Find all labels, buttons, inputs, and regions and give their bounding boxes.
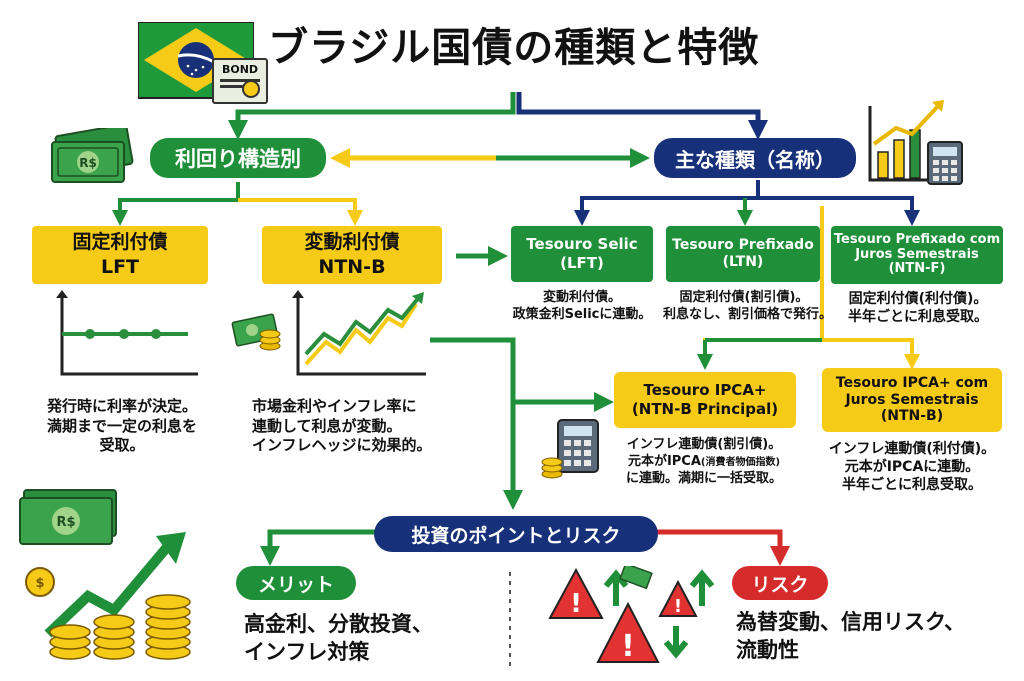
floating-desc-line-2: 連動して利息が変動。: [252, 416, 402, 435]
floating-rate-box: 変動利付債 NTN-B: [262, 226, 442, 284]
ipca-juros-desc-2: 元本がIPCAに連動。: [844, 459, 980, 476]
tesouro-prefixado-juros-box: Tesouro Prefixado com Juros Semestrais (…: [831, 226, 1003, 284]
risk-text: 為替変動、信用リスク、 流動性: [736, 608, 965, 665]
merit-text-1: 高金利、分散投資、: [244, 612, 433, 636]
prefixado-juros-desc-1: 固定利付債(利付債)。: [848, 291, 988, 307]
tesouro-prefixado-box: Tesouro Prefixado (LTN): [666, 226, 820, 282]
fixed-desc-line-1: 発行時に利率が決定。: [46, 397, 197, 415]
svg-text:!: !: [621, 629, 635, 664]
yield-structure-label: 利回り構造別: [175, 147, 301, 171]
ipca-juros-description: インフレ連動債(利付債)。 元本がIPCAに連動。 半年ごとに利息受取。: [815, 440, 1009, 495]
growth-chart-calculator-icon: [868, 100, 963, 185]
main-types-pill: 主な種類（名称）: [654, 138, 856, 178]
fixed-rate-box: 固定利付債 LFT: [32, 226, 208, 284]
selic-desc-1: 変動利付債。: [542, 290, 621, 305]
selic-code: (LFT): [560, 254, 604, 272]
prefixado-juros-name-2: Juros Semestrais: [855, 246, 979, 262]
main-types-label: 主な種類（名称）: [675, 147, 835, 172]
selic-name: Tesouro Selic: [526, 235, 638, 254]
svg-text:$: $: [35, 576, 44, 591]
prefixado-juros-code: (NTN-F): [888, 261, 946, 277]
warning-risk-icon: ! ! !: [548, 566, 715, 664]
merit-pill: メリット: [236, 566, 356, 600]
ipca-juros-code: (NTN-B): [880, 408, 944, 425]
ipca-juros-desc-1: インフレ連動債(利付債)。: [828, 441, 996, 457]
ipca-desc-2: 元本がIPCA(消費者物価指数): [606, 454, 802, 471]
tesouro-ipca-box: Tesouro IPCA+ (NTN-B Principal): [614, 372, 796, 428]
prefixado-desc-1: 固定利付債(割引債)。: [679, 290, 809, 305]
svg-text:!: !: [570, 589, 582, 619]
prefixado-juros-name: Tesouro Prefixado com: [833, 231, 1001, 247]
floating-rate-chart-icon: [231, 290, 426, 376]
calculator-coins-icon: [541, 419, 599, 479]
floating-rate-code: NTN-B: [318, 256, 386, 278]
floating-desc-line-3: インフレヘッジに効果的。: [252, 436, 432, 454]
floating-rate-description: 市場金利やインフレ率に 連動して利息が変動。 インフレヘッジに効果的。: [252, 397, 462, 456]
merit-label: メリット: [257, 573, 334, 596]
currency-symbol: R$: [56, 515, 75, 530]
prefixado-juros-desc-2: 半年ごとに利息受取。: [848, 309, 988, 326]
risk-text-2: 流動性: [736, 638, 799, 663]
prefixado-description: 固定利付債(割引債)。 利息なし、割引価格で発行。: [663, 290, 833, 324]
fixed-desc-line-2: 満期まで一定の利息を: [46, 416, 197, 435]
fixed-rate-description: 発行時に利率が決定。 満期まで一定の利息を 受取。: [22, 397, 222, 456]
ipca-juros-name: Tesouro IPCA+ com: [835, 374, 989, 391]
prefixado-desc-2: 利息なし、割引価格で発行。: [663, 306, 833, 322]
floating-desc-line-1: 市場金利やインフレ率に: [252, 397, 417, 415]
yield-structure-pill: 利回り構造別: [150, 138, 326, 178]
risk-text-1: 為替変動、信用リスク、: [736, 610, 966, 634]
money-bills-icon: R$: [51, 128, 134, 183]
ipca-code: (NTN-B Principal): [631, 400, 779, 418]
bond-certificate-icon: BOND: [212, 58, 268, 104]
ipca-description: インフレ連動債(割引債)。 元本がIPCA(消費者物価指数) に連動。満期に一括…: [606, 437, 802, 488]
bond-badge-label: BOND: [221, 63, 259, 76]
tesouro-selic-box: Tesouro Selic (LFT): [511, 226, 653, 282]
investment-points-label: 投資のポイントとリスク: [411, 524, 621, 547]
ipca-juros-desc-3: 半年ごとに利息受取。: [842, 477, 982, 494]
ipca-desc-2a: 元本がIPCA: [627, 453, 701, 469]
ipca-juros-name-2: Juros Semestrais: [845, 391, 979, 408]
money-growth-icon: R$ $: [19, 489, 191, 660]
fixed-rate-title: 固定利付債: [72, 231, 168, 254]
page-title: ブラジル国債の種類と特徴: [268, 25, 760, 71]
prefixado-juros-description: 固定利付債(利付債)。 半年ごとに利息受取。: [836, 290, 1000, 326]
ipca-desc-2b: (消費者物価指数): [700, 456, 781, 468]
investment-points-pill: 投資のポイントとリスク: [374, 516, 658, 552]
merit-text-2: インフレ対策: [244, 640, 370, 665]
svg-text:!: !: [674, 596, 682, 617]
prefixado-code: (LTN): [722, 254, 764, 270]
floating-rate-title: 変動利付債: [304, 231, 400, 254]
fixed-rate-chart-icon: [56, 290, 198, 376]
ipca-desc-1: インフレ連動債(割引債)。: [626, 437, 782, 452]
tesouro-ipca-juros-box: Tesouro IPCA+ com Juros Semestrais (NTN-…: [822, 368, 1002, 432]
selic-desc-2: 政策金利Selicに連動。: [512, 306, 652, 322]
ipca-name: Tesouro IPCA+: [643, 380, 767, 399]
selic-description: 変動利付債。 政策金利Selicに連動。: [502, 290, 662, 324]
prefixado-name: Tesouro Prefixado: [672, 236, 814, 253]
risk-label: リスク: [751, 573, 809, 596]
ipca-desc-3: に連動。満期に一括受取。: [625, 470, 782, 486]
fixed-desc-line-3: 受取。: [99, 436, 145, 454]
merit-text: 高金利、分散投資、 インフレ対策: [244, 610, 433, 667]
currency-symbol: R$: [79, 156, 97, 170]
fixed-rate-code: LFT: [100, 256, 140, 278]
risk-pill: リスク: [732, 566, 828, 600]
